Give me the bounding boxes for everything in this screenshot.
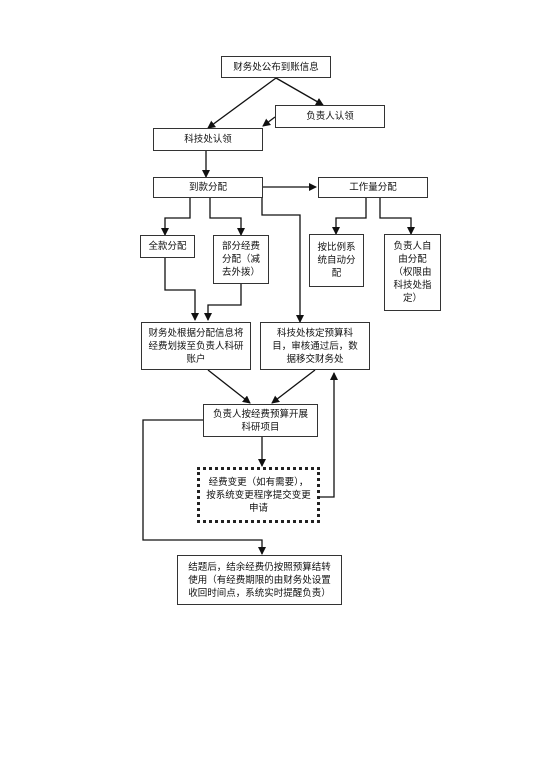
node-ratio-auto: 按比例系 统自动分 配: [309, 234, 364, 287]
arrow-funds-to-tech-verify: [261, 198, 304, 323]
node-finance-publish: 财务处公布到账信息: [221, 56, 331, 78]
arrow-workload-to-pi-free: [379, 198, 415, 235]
arrow-transfer-to-execute: [207, 369, 251, 404]
node-tech-claim-label: 科技处认领: [184, 134, 232, 145]
arrow-full-to-transfer: [164, 258, 199, 321]
node-finance-publish-label: 财务处公布到账信息: [233, 61, 319, 73]
arrow-publish-to-tech-claim: [207, 77, 277, 129]
arrow-partial-to-transfer: [204, 284, 242, 321]
arrow-funds-to-full: [161, 198, 191, 236]
node-tech-verify: 科技处核定预算科 目，审核通过后，数 据移交财务处: [260, 322, 370, 370]
node-pi-free-label: 负责人自 由分配 （权限由 科技处指 定）: [393, 241, 432, 304]
node-closing: 结题后，结余经费仍按照预算结转 使用（有经费期限的由财务处设置 收回时间点，系统…: [177, 555, 342, 605]
node-finance-transfer-label: 财务处根据分配信息将 经费划拨至负责人科研 账户: [148, 327, 244, 365]
arrow-funds-to-partial: [209, 198, 245, 236]
arrow-execute-to-closing: [142, 419, 266, 555]
node-pi-claim: 负责人认领: [275, 105, 385, 128]
node-pi-execute-label: 负责人按经费预算开展 科研项目: [212, 408, 308, 433]
node-pi-free: 负责人自 由分配 （权限由 科技处指 定）: [384, 234, 441, 311]
node-tech-claim: 科技处认领: [153, 128, 263, 151]
node-finance-transfer: 财务处根据分配信息将 经费划拨至负责人科研 账户: [141, 322, 251, 370]
node-tech-verify-label: 科技处核定预算科 目，审核通过后，数 据移交财务处: [272, 327, 358, 365]
node-funds-allocation: 到款分配: [153, 177, 263, 198]
node-budget-change-label: 经费变更（如有需要）， 按系统变更程序提交变更 申请: [206, 476, 311, 514]
node-budget-change: 经费变更（如有需要）， 按系统变更程序提交变更 申请: [197, 467, 320, 523]
node-workload-allocation: 工作量分配: [318, 177, 428, 198]
node-pi-claim-label: 负责人认领: [306, 111, 354, 122]
node-ratio-auto-label: 按比例系 统自动分 配: [317, 242, 356, 279]
node-partial-allocation: 部分经费 分配（减 去外拨）: [213, 235, 269, 284]
arrow-verify-to-execute: [271, 369, 316, 404]
node-full-allocation-label: 全款分配: [148, 241, 187, 252]
node-full-allocation: 全款分配: [140, 235, 195, 258]
node-partial-allocation-label: 部分经费 分配（减 去外拨）: [221, 241, 260, 278]
node-pi-execute: 负责人按经费预算开展 科研项目: [203, 404, 318, 437]
arrow-workload-to-ratio: [332, 198, 367, 235]
arrow-pi-claim-to-tech-claim: [262, 116, 276, 127]
arrow-change-to-verify: [320, 372, 338, 498]
node-workload-allocation-label: 工作量分配: [349, 182, 397, 193]
node-funds-allocation-label: 到款分配: [188, 182, 227, 193]
arrow-publish-to-pi-claim: [275, 77, 324, 106]
node-closing-label: 结题后，结余经费仍按照预算结转 使用（有经费期限的由财务处设置 收回时间点，系统…: [188, 561, 331, 599]
